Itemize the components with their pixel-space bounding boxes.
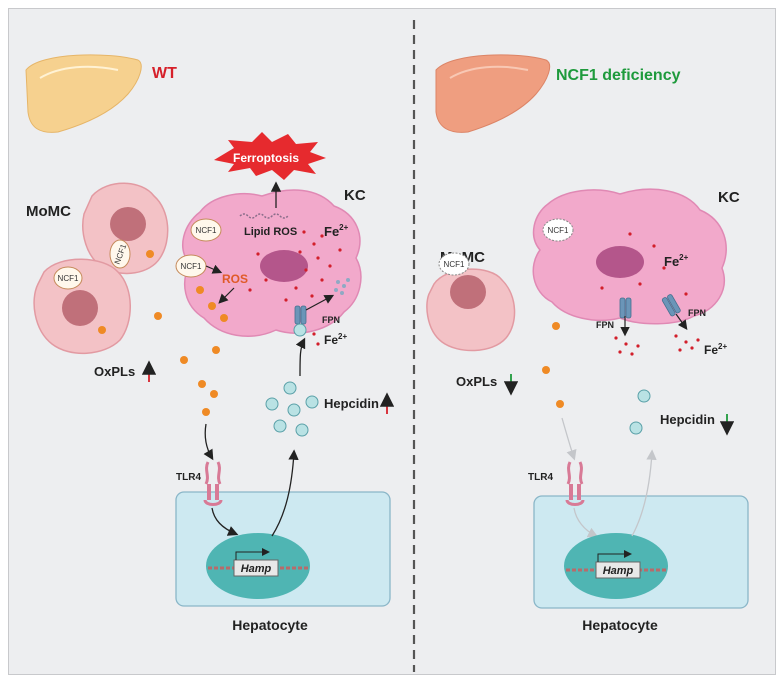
left-promoter-arrow <box>235 548 270 560</box>
right-hamp-to-hepcidin-arrow <box>631 449 657 537</box>
right-exported-iron-dots <box>614 334 700 356</box>
right-kc-cell <box>532 188 727 325</box>
fe-symbol: Fe <box>324 333 338 347</box>
right-hamp-gene-box <box>595 561 641 579</box>
fe-charge: 2+ <box>718 342 727 351</box>
ncf1-label: NCF1 <box>548 226 569 235</box>
fe-charge: 2+ <box>679 253 688 262</box>
right-tlr4-receptor <box>565 461 585 506</box>
fe-charge: 2+ <box>338 332 347 341</box>
right-fpn-label-1: FPN <box>596 320 614 330</box>
right-oxpl-to-tlr4-arrow <box>561 417 577 461</box>
right-fpn-channel-2 <box>661 294 681 317</box>
right-tlr4-label: TLR4 <box>528 472 553 483</box>
left-kc-label: KC <box>344 187 366 204</box>
lipid-ros-label: Lipid ROS <box>244 226 297 238</box>
left-hepatocyte-label: Hepatocyte <box>232 617 308 633</box>
right-hepatocyte-label: Hepatocyte <box>582 617 658 633</box>
left-ncf1-bubble-momc-1: NCF1 <box>109 239 131 269</box>
right-fe-out: Fe2+ <box>704 342 727 357</box>
right-liver-icon <box>435 54 551 133</box>
left-oxpl-to-tlr4-arrow <box>203 423 214 461</box>
lipid-ros-squiggle <box>239 213 289 219</box>
ferroptosis-burst <box>214 132 326 180</box>
left-ncf1-bubble-kc-2: NCF1 <box>175 254 207 278</box>
ncf1-label: NCF1 <box>444 260 465 269</box>
left-momc-label: MoMC <box>26 203 71 220</box>
right-ncf1-bubble-momc: NCF1 <box>438 252 470 276</box>
right-tlr4-to-nucleus-arrow <box>573 507 599 538</box>
hepcidin-to-fpn-arrow <box>295 337 306 377</box>
left-kc-nucleus <box>260 250 308 282</box>
left-momc-1-nucleus <box>110 207 146 241</box>
right-fpn-channel-1 <box>619 297 632 319</box>
left-fe-out: Fe2+ <box>324 332 347 347</box>
right-kc-fe: Fe2+ <box>664 253 689 269</box>
fe-symbol: Fe <box>664 254 679 269</box>
left-kc-iron-dots <box>248 230 342 302</box>
left-ncf1-bubble-kc-1: NCF1 <box>190 218 222 242</box>
left-fpn-channel <box>293 305 307 337</box>
left-hamp-to-hepcidin-arrow <box>271 449 299 537</box>
right-momc-nucleus <box>450 275 486 309</box>
ncf1-to-ros-arrow <box>205 264 223 274</box>
right-momc-cell <box>426 268 516 352</box>
left-hamp-label: Hamp <box>241 563 272 575</box>
right-kc-label: KC <box>718 189 740 206</box>
right-ncf1-bubble-kc: NCF1 <box>542 218 574 242</box>
left-oxpl-dots <box>98 250 228 416</box>
ncf1-label: NCF1 <box>181 262 202 271</box>
left-exported-iron-dots <box>312 332 320 346</box>
right-fe-export-arrow-2 <box>675 313 688 330</box>
left-condition-label: WT <box>152 65 177 82</box>
right-promoter-arrow <box>597 550 632 562</box>
left-fe-export-arrow <box>305 294 335 311</box>
right-condition-label: NCF1 deficiency <box>556 67 681 84</box>
fe-symbol: Fe <box>324 224 339 239</box>
left-hamp-gene-box <box>233 559 279 577</box>
fe-charge: 2+ <box>339 223 348 232</box>
right-hepcidin-label: Hepcidin <box>660 412 715 427</box>
ferroptosis-label: Ferroptosis <box>233 151 299 165</box>
left-liver-icon <box>25 54 142 133</box>
ros-to-oxpl-arrow <box>218 287 235 304</box>
right-oxpls-label: OxPLs <box>456 374 497 389</box>
right-hepcidin-dots <box>629 389 651 435</box>
left-momc-cell-2 <box>33 258 131 355</box>
right-kc-iron-dots <box>600 232 688 296</box>
left-tlr4-label: TLR4 <box>176 472 201 483</box>
right-oxpl-dots <box>542 322 564 408</box>
right-fpn-label-2: FPN <box>688 308 706 318</box>
ros-label: ROS <box>222 272 248 286</box>
left-momc-cell-1 <box>82 182 169 275</box>
left-ncf1-bubble-momc-2: NCF1 <box>53 266 83 290</box>
left-kc-fe: Fe2+ <box>324 223 349 239</box>
right-hamp-label: Hamp <box>603 565 634 577</box>
fe-symbol: Fe <box>704 343 718 357</box>
left-hepcidin-dots <box>265 381 319 437</box>
left-momc-2-nucleus <box>62 290 98 326</box>
left-tlr4-to-nucleus-arrow <box>211 507 239 536</box>
left-tlr4-receptor <box>203 461 223 506</box>
ncf1-label: NCF1 <box>58 274 79 283</box>
left-hepcidin-label: Hepcidin <box>324 396 379 411</box>
left-oxpls-label: OxPLs <box>94 364 135 379</box>
right-kc-nucleus <box>596 246 644 278</box>
ncf1-label: NCF1 <box>196 226 217 235</box>
left-kc-iron-vesicles <box>334 278 350 295</box>
left-fpn-label: FPN <box>322 315 340 325</box>
